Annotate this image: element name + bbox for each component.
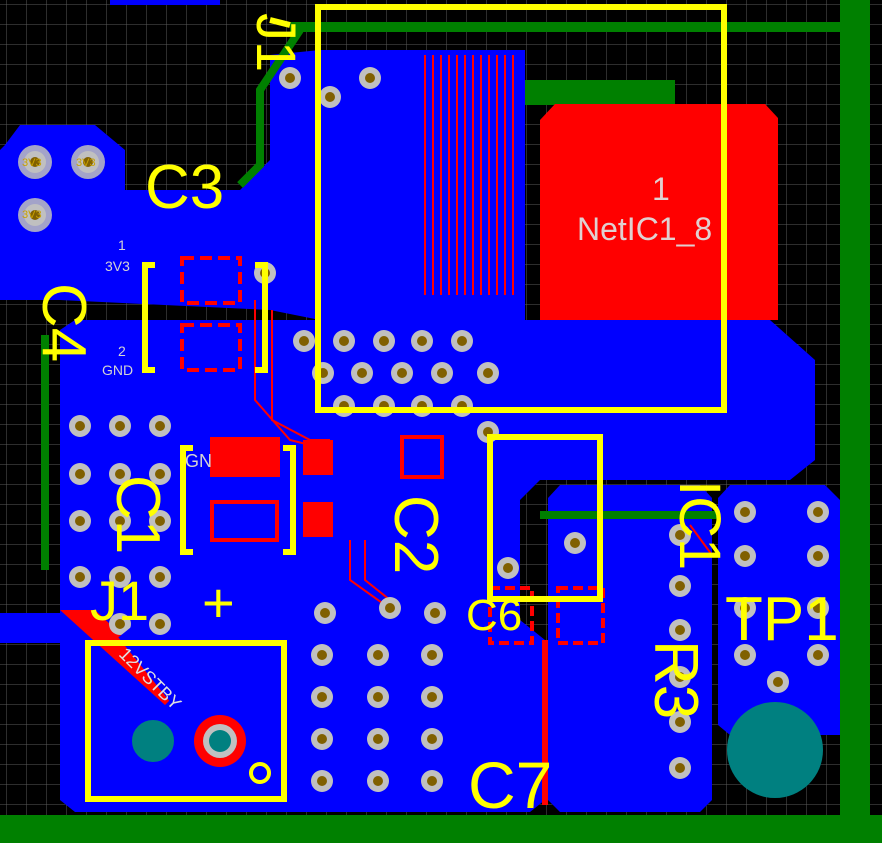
via-hole	[317, 776, 327, 786]
label-3v3-b: 3V3	[76, 157, 96, 169]
via-hole	[285, 73, 295, 83]
c3-pin1-net: 3V3	[105, 258, 130, 274]
via-hole	[115, 421, 125, 431]
j1-pin1-marker	[249, 762, 271, 784]
via-hole	[379, 336, 389, 346]
via-hole	[373, 650, 383, 660]
silk-plus: +	[202, 571, 235, 634]
silk-c6: C6	[466, 591, 522, 640]
via-hole	[373, 692, 383, 702]
via-hole	[317, 692, 327, 702]
via-hole	[155, 469, 165, 479]
via-hole	[427, 776, 437, 786]
via-hole	[30, 210, 40, 220]
via-hole	[813, 650, 823, 660]
via-hole	[317, 650, 327, 660]
via-hole	[155, 421, 165, 431]
label-3v3-c: 3V3	[22, 209, 42, 221]
via-hole	[115, 516, 125, 526]
c3-pin1-number: 1	[118, 237, 126, 253]
via-hole	[373, 776, 383, 786]
silk-j1-top: J1	[245, 13, 308, 72]
via-hole	[155, 619, 165, 629]
silk-c1: C1	[103, 475, 172, 554]
via-hole	[503, 563, 513, 573]
via-hole	[339, 336, 349, 346]
via-hole	[430, 608, 440, 618]
via-hole	[813, 603, 823, 613]
silk-j1: J1	[90, 569, 149, 632]
via-hole	[365, 73, 375, 83]
via-hole	[457, 336, 467, 346]
via-hole	[75, 572, 85, 582]
via-hole	[570, 538, 580, 548]
via-hole	[320, 608, 330, 618]
via-hole	[427, 734, 437, 744]
via-hole	[675, 717, 685, 727]
via-hole	[675, 672, 685, 682]
via-hole	[75, 469, 85, 479]
silk-r3: R3	[641, 640, 710, 719]
silkscreen-outlines	[85, 4, 727, 802]
via-hole	[773, 677, 783, 687]
via-hole	[317, 734, 327, 744]
via-hole	[813, 551, 823, 561]
label-3v3-a: 3V3	[22, 157, 42, 169]
via-hole	[483, 368, 493, 378]
via-hole	[30, 157, 40, 167]
via-hole	[675, 581, 685, 591]
via-hole	[115, 572, 125, 582]
silk-c4: C4	[29, 283, 98, 362]
via-hole	[427, 692, 437, 702]
silk-c7: C7	[468, 748, 552, 822]
via-hole	[397, 368, 407, 378]
c3-pin2-net: GND	[102, 362, 133, 378]
via-hole	[75, 516, 85, 526]
via-hole	[675, 763, 685, 773]
via-hole	[740, 551, 750, 561]
via-hole	[740, 650, 750, 660]
silk-c2: C2	[381, 495, 450, 574]
via-hole	[325, 92, 335, 102]
via-hole	[740, 603, 750, 613]
silk-tp1: TP1	[725, 585, 839, 654]
silkscreen-text: J1 C3 C4 C1 C2 C6 C7 J1 + R3 IC1 TP1	[29, 13, 839, 822]
via-hole	[373, 734, 383, 744]
via-hole	[115, 619, 125, 629]
j1-pad-1[interactable]	[130, 718, 176, 764]
silk-ic1: IC1	[667, 480, 732, 570]
via-hole	[299, 336, 309, 346]
via-hole	[155, 572, 165, 582]
via-hole	[740, 507, 750, 517]
via-hole	[83, 157, 93, 167]
via-hole	[385, 603, 395, 613]
ic1-pad-net: NetIC1_8	[577, 211, 712, 247]
via-hole	[155, 516, 165, 526]
via-grid	[18, 67, 829, 792]
top-copper	[60, 104, 778, 805]
via-hole	[75, 421, 85, 431]
via-hole	[813, 507, 823, 517]
via-hole	[427, 650, 437, 660]
ic1-pad-number: 1	[652, 171, 670, 207]
signal-traces	[254, 55, 713, 606]
via-hole	[357, 368, 367, 378]
green-traces	[41, 27, 720, 570]
bottom-copper-pour	[0, 0, 840, 812]
c1-net-label: GN	[185, 451, 212, 471]
via-hole	[675, 530, 685, 540]
via-hole	[417, 336, 427, 346]
via-hole	[437, 368, 447, 378]
c3-pin2-number: 2	[118, 343, 126, 359]
tp1-pad[interactable]	[727, 702, 823, 798]
via-hole	[675, 625, 685, 635]
via-hole	[115, 469, 125, 479]
silk-c3: C3	[145, 153, 224, 222]
j1-connector[interactable]	[118, 618, 271, 784]
